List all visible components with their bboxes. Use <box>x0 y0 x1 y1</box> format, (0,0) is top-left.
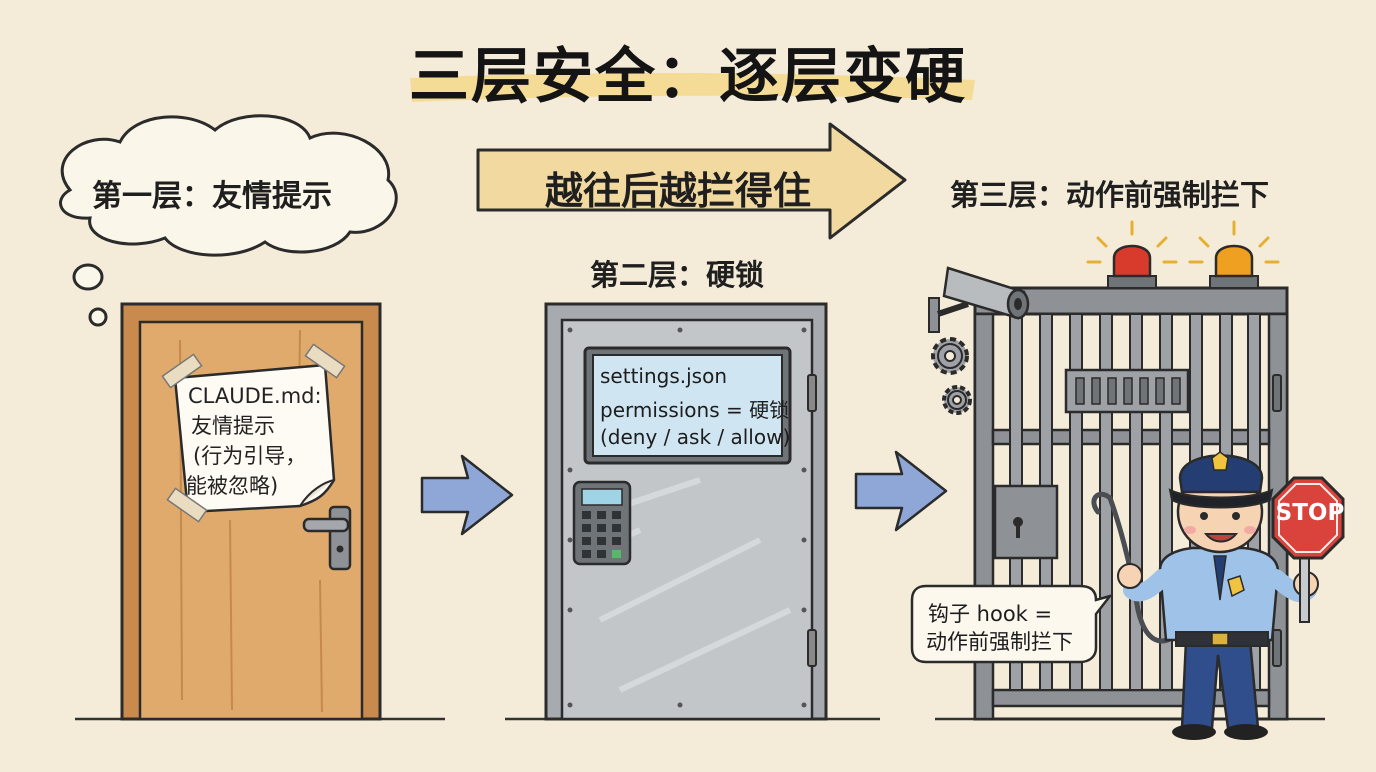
gear-icon-1 <box>931 337 969 375</box>
speech-bubble <box>910 584 1114 664</box>
screen-line-3: (deny / ask / allow) <box>600 425 791 449</box>
padlock-icon <box>993 484 1059 560</box>
siren-light-icon-orange <box>1188 220 1280 289</box>
steel-door <box>544 302 828 721</box>
note-line-3: (行为引导， <box>193 444 307 468</box>
progress-arrow-icon <box>476 122 907 240</box>
screen-line-2: permissions = 硬锁 <box>600 398 790 422</box>
bubble-line-2: 动作前强制拦下 <box>926 630 1073 654</box>
stop-sign-label: STOP <box>1275 500 1345 526</box>
layer-1-heading: 第一层：友情提示 <box>92 179 332 214</box>
page-title: 三层安全：逐层变硬 <box>409 42 967 112</box>
right-arrow-icon-2 <box>854 450 948 532</box>
hook-icon <box>1091 491 1183 644</box>
note-line-1: CLAUDE.md: <box>188 384 322 408</box>
progress-arrow-label: 越往后越拦得住 <box>544 169 811 213</box>
keypad-icon <box>572 480 632 566</box>
right-arrow-icon-1 <box>420 454 514 536</box>
security-camera-icon <box>928 266 1030 333</box>
gear-icon-2 <box>942 385 972 415</box>
stop-sign-icon <box>1271 476 1345 623</box>
screen-line-1: settings.json <box>600 364 728 388</box>
layer-3-heading: 第三层：动作前强制拦下 <box>950 178 1270 212</box>
note-line-4: 能被忽略) <box>186 474 279 498</box>
bubble-line-1: 钩子 hook = <box>928 602 1053 626</box>
title-highlight <box>410 72 975 102</box>
sticky-note <box>161 343 346 523</box>
thought-cloud-icon <box>59 114 398 327</box>
siren-light-icon-red <box>1086 220 1178 289</box>
note-line-2: 友情提示 <box>191 414 275 438</box>
door-handle-icon <box>302 505 352 571</box>
layer-2-heading: 第二层：硬锁 <box>590 258 765 292</box>
